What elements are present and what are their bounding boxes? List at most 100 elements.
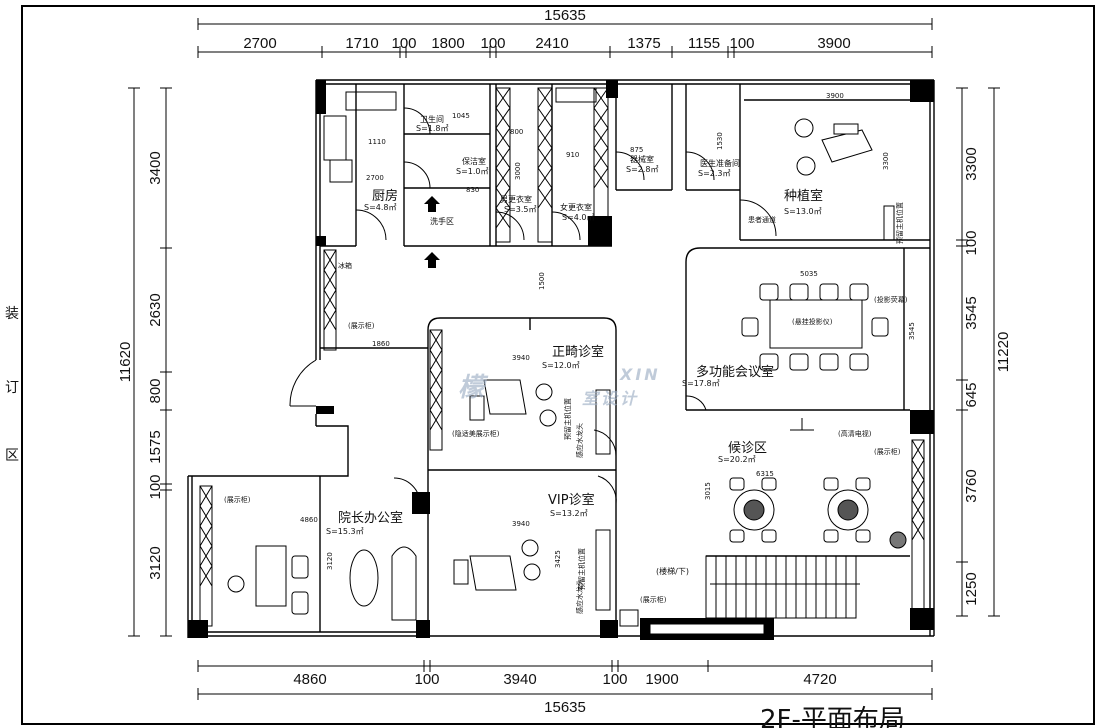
waiting-area-area: S=20.2㎡ xyxy=(718,455,756,464)
binding-char-1: 装 xyxy=(5,306,19,322)
men-locker-area: S=3.5㎡ xyxy=(504,205,537,214)
director-office-name: 院长办公室 xyxy=(338,510,403,526)
waiting-area-dim-1: 6315 xyxy=(756,470,774,478)
director-office-area: S=15.3㎡ xyxy=(326,527,364,536)
corridor-dim-2: 1500 xyxy=(538,272,546,290)
cleaning-name: 保洁室 xyxy=(462,156,486,166)
wash-area-name: 洗手区 xyxy=(430,216,454,226)
watermark-main: 檬 xyxy=(458,373,489,403)
waiting-area-name: 候诊区 xyxy=(728,441,767,456)
meeting-room-name: 多功能会议室 xyxy=(696,364,774,380)
projector-label: (悬挂投影仪) xyxy=(792,317,833,326)
dim-left-total: 11620 xyxy=(117,342,134,383)
dim-top-5: 100 xyxy=(480,35,505,52)
women-locker-dim: 910 xyxy=(566,151,579,159)
dim-bottom-4: 100 xyxy=(602,671,627,688)
stairs xyxy=(705,555,860,619)
implant-room-area: S=13.0㎡ xyxy=(784,207,822,216)
stairs-label: (楼梯/下) xyxy=(656,566,689,576)
fridge-label: 冰箱 xyxy=(338,261,352,270)
kitchen-dim-1: 1110 xyxy=(368,138,386,146)
dim-top-9: 100 xyxy=(729,35,754,52)
dim-bottom-1: 4860 xyxy=(293,671,326,688)
dim-left-5: 100 xyxy=(147,474,164,499)
dim-bottom-5: 1900 xyxy=(645,671,678,688)
dim-top-10: 3900 xyxy=(817,35,850,52)
dim-right-6: 1250 xyxy=(963,572,980,605)
meeting-room-area: S=17.8㎡ xyxy=(682,379,720,388)
dim-right-total: 11220 xyxy=(995,332,1012,373)
vip-room-dim-1: 3940 xyxy=(512,520,530,528)
men-locker-dim-2: 3000 xyxy=(514,162,522,180)
entry-arrows xyxy=(424,196,440,268)
tv-marker xyxy=(790,418,814,431)
sheet-title: 2F-平面布局 xyxy=(760,705,905,728)
director-office-dim-1: 4860 xyxy=(300,516,318,524)
ortho-cabinet-note-1: 预留主机位置 xyxy=(563,398,572,440)
dim-bottom-total: 15635 xyxy=(544,699,586,716)
waiting-tables xyxy=(729,477,907,549)
dim-left-4: 1575 xyxy=(147,430,164,463)
cleaning-area: S=1.0㎡ xyxy=(456,167,489,176)
vip-room-name: VIP诊室 xyxy=(548,492,595,508)
dim-top-6: 2410 xyxy=(535,35,568,52)
dim-top-total: 15635 xyxy=(544,7,586,24)
dim-top-7: 1375 xyxy=(627,35,660,52)
implant-room-dim-1: 3900 xyxy=(826,92,844,100)
dim-left-3: 800 xyxy=(147,378,164,403)
watermark-latin: XIN xyxy=(619,365,661,384)
vip-cabinet-note-2: 感应水龙头 xyxy=(575,579,584,614)
walls xyxy=(187,79,935,638)
dim-bottom-6: 4720 xyxy=(803,671,836,688)
watermark-tail: 室设计 xyxy=(582,389,639,408)
meeting-room-dim-2: 3545 xyxy=(908,322,916,340)
director-furniture xyxy=(227,545,417,621)
binding-char-3: 区 xyxy=(5,448,19,464)
kitchen-dim-2: 2700 xyxy=(366,174,384,182)
prep-room-dim: 1530 xyxy=(716,132,724,150)
kitchen-name: 厨房 xyxy=(372,188,398,204)
ortho-cabinet-note-2: 感应水龙头 xyxy=(575,423,584,458)
display-cabinet-label-4: (展示柜) xyxy=(640,595,667,604)
tv-label: (高清电视) xyxy=(838,429,872,438)
dim-top-2: 1710 xyxy=(345,35,378,52)
implant-side-label: 预留主机位置 xyxy=(895,202,904,244)
vip-room-area: S=13.2㎡ xyxy=(550,509,588,518)
dim-top-1: 2700 xyxy=(243,35,276,52)
women-locker-name: 女更衣室 xyxy=(560,202,592,212)
men-locker-dim-1: 800 xyxy=(510,128,523,136)
cabinets xyxy=(199,87,925,627)
patient-corridor-label: 患者通道 xyxy=(748,215,776,224)
dim-left-2: 2630 xyxy=(147,293,164,326)
waiting-area-dim-2: 3015 xyxy=(704,482,712,500)
ortho-dental-chair xyxy=(469,379,557,427)
dim-left-6: 3120 xyxy=(147,546,164,579)
meeting-room-dim-1: 5035 xyxy=(800,270,818,278)
vip-room-dim-2: 3425 xyxy=(554,550,562,568)
women-locker-area: S=4.0㎡ xyxy=(562,213,595,222)
toilet-dim: 1045 xyxy=(452,112,470,120)
corridor-dim: 1860 xyxy=(372,340,390,348)
instrument-room-name: 器械室 xyxy=(630,154,654,164)
dim-top-8: 1155 xyxy=(688,35,720,52)
implant-room-name: 种植室 xyxy=(784,188,823,204)
display-cabinet-label-3: (展示柜) xyxy=(224,495,251,504)
hidden-display-label: (隐适美展示柜) xyxy=(452,429,500,438)
toilet-name: 卫生间 xyxy=(420,114,444,124)
prep-room-name: 医生准备间 xyxy=(700,158,740,168)
meeting-table xyxy=(741,283,889,371)
dim-right-1: 3300 xyxy=(963,147,980,180)
instrument-room-area: S=2.8㎡ xyxy=(626,165,659,174)
dim-left-1: 3400 xyxy=(147,151,164,184)
dim-right-2: 100 xyxy=(963,230,980,255)
dim-right-4: 645 xyxy=(963,382,980,407)
dim-right-3: 3545 xyxy=(963,296,980,329)
projection-screen-label: (投影荧幕) xyxy=(874,295,908,304)
screen-marker xyxy=(883,205,895,241)
implant-room-dim-2: 3300 xyxy=(882,152,890,170)
dim-top-4: 1800 xyxy=(431,35,464,52)
kitchen-area: S=4.8㎡ xyxy=(364,203,397,212)
vip-cabinet-note-1: 预留主机位置 xyxy=(577,548,586,590)
director-office-dim-2: 3120 xyxy=(326,552,334,570)
